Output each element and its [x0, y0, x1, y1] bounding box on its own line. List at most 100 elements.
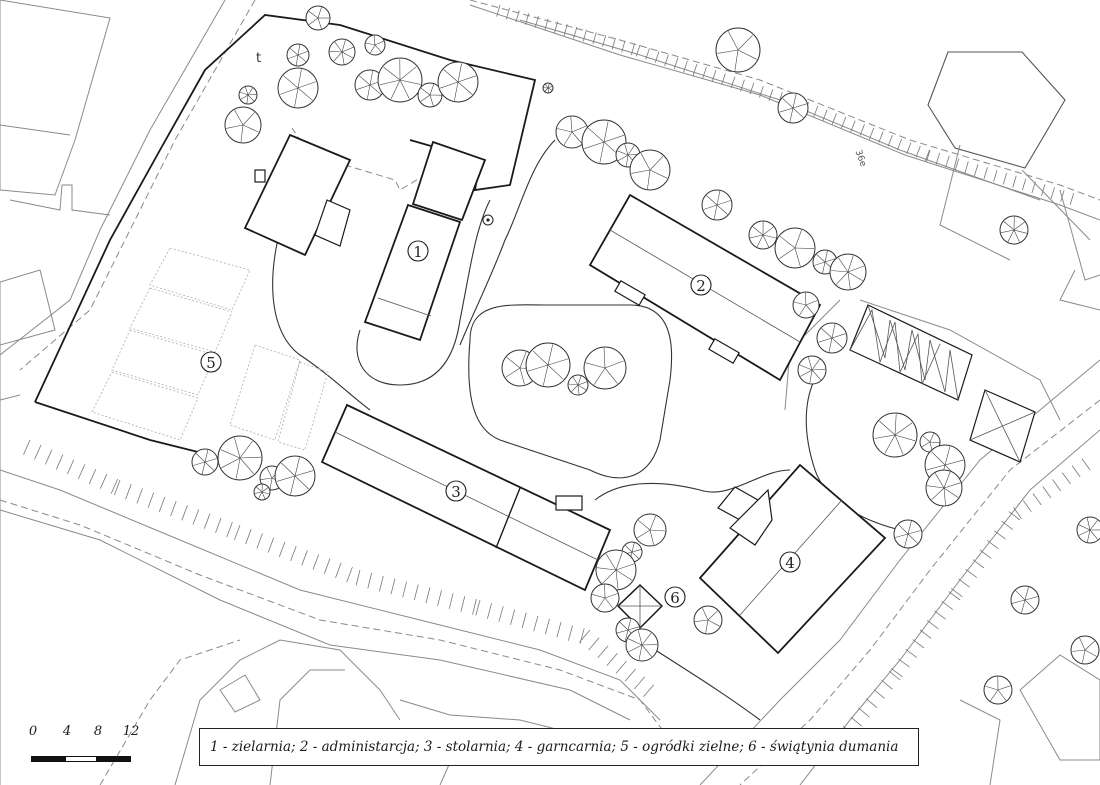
wall-tick	[948, 591, 961, 601]
wall-tick	[831, 113, 837, 125]
tree-symbol	[590, 583, 620, 613]
wall-tick	[683, 60, 688, 73]
wall-tick	[869, 127, 875, 140]
wall-tick	[510, 609, 516, 626]
wall-tick	[1032, 493, 1042, 506]
tree-symbol	[555, 115, 589, 149]
wall-tick	[702, 66, 707, 79]
wall-tick	[1031, 181, 1036, 194]
tree-symbol	[893, 519, 923, 549]
marker-1: 1	[407, 240, 429, 262]
scale-segment-1	[31, 756, 65, 762]
wall-tick	[437, 590, 442, 606]
wall-tick	[1060, 190, 1065, 202]
wall-tick	[67, 459, 75, 475]
wall-tick	[994, 530, 1006, 540]
wall-tick	[654, 51, 660, 63]
wall-tick	[964, 161, 969, 174]
wall-tick	[256, 533, 263, 549]
wall-tick	[448, 593, 454, 609]
tree-symbol	[1076, 516, 1100, 544]
cross-mark-label: t	[256, 51, 261, 66]
scale-tick-8: 8	[93, 724, 103, 739]
marker-5: 5	[200, 351, 222, 373]
wall-tick	[965, 568, 978, 578]
wall-tick	[1008, 511, 1021, 521]
wall-tick	[919, 629, 932, 639]
wall-tick	[888, 670, 901, 681]
wall-tick	[890, 668, 903, 678]
wall-tick	[556, 621, 562, 638]
wall-tick	[226, 521, 233, 538]
wall-tick	[77, 464, 86, 480]
herb-garden-plots	[91, 247, 329, 451]
wall-tick	[759, 85, 764, 98]
scale-segment-3	[97, 756, 131, 762]
wall-tick	[170, 500, 177, 517]
wall-tick	[588, 637, 600, 651]
tree-symbol	[377, 57, 423, 103]
wall-tick	[496, 4, 501, 17]
wall-tick	[1050, 187, 1055, 199]
tree-symbol	[525, 342, 571, 388]
tree-symbol	[417, 82, 443, 108]
wall-tick	[606, 653, 618, 666]
wall-tick	[498, 606, 504, 622]
wall-tick	[813, 105, 819, 118]
svg-text:1: 1	[413, 243, 423, 261]
wall-tick	[873, 689, 885, 699]
building-top-left	[243, 133, 352, 257]
wall-tick	[521, 612, 527, 629]
wall-tick	[312, 554, 320, 570]
wall-tick	[1041, 184, 1046, 197]
tree-symbol	[715, 27, 761, 73]
wall-tick	[878, 131, 884, 143]
outdoor-shelters	[849, 304, 1036, 463]
wall-tick	[958, 578, 970, 588]
wall-tick	[692, 63, 698, 76]
scale-tick-4: 4	[62, 724, 72, 739]
wall-tick	[110, 478, 119, 494]
wall-tick	[367, 572, 372, 589]
wall-tick	[850, 716, 862, 727]
wall-tick	[278, 541, 286, 557]
tree-symbol	[581, 119, 627, 165]
svg-text:4: 4	[785, 554, 795, 572]
wall-tick	[1013, 507, 1022, 520]
building-1-annex	[411, 140, 487, 222]
wall-tick	[413, 584, 419, 601]
wall-tick	[533, 615, 539, 632]
wall-tick	[579, 629, 591, 643]
wall-tick	[730, 76, 736, 89]
wall-tick	[1042, 486, 1052, 499]
wall-tick	[624, 668, 636, 682]
wall-tick	[905, 648, 918, 658]
tree-symbol	[983, 675, 1013, 705]
scale-segment-2	[65, 756, 97, 762]
building-3	[320, 403, 612, 592]
svg-text:2: 2	[696, 277, 706, 295]
tree-symbol	[816, 322, 848, 354]
wall-tick	[460, 596, 466, 612]
tree-symbol	[542, 82, 554, 94]
wall-tick	[579, 628, 585, 645]
wall-tick	[983, 167, 988, 179]
wall-tick	[544, 18, 549, 31]
wall-tick	[611, 37, 616, 50]
wall-tick	[673, 57, 679, 70]
wall-tick	[615, 660, 627, 674]
wall-tick	[881, 679, 893, 690]
wall-tick	[582, 29, 587, 42]
site-paths	[272, 139, 901, 721]
tree-symbol	[286, 43, 310, 67]
wall-tick	[554, 21, 559, 34]
wall-tick	[23, 439, 31, 455]
wall-tick	[402, 581, 407, 598]
wall-tick	[633, 676, 646, 690]
wall-tick	[841, 116, 847, 129]
tree-symbol	[693, 605, 723, 635]
wall-tick	[1002, 172, 1007, 185]
wall-tick	[643, 684, 655, 698]
wall-tick	[534, 15, 539, 28]
